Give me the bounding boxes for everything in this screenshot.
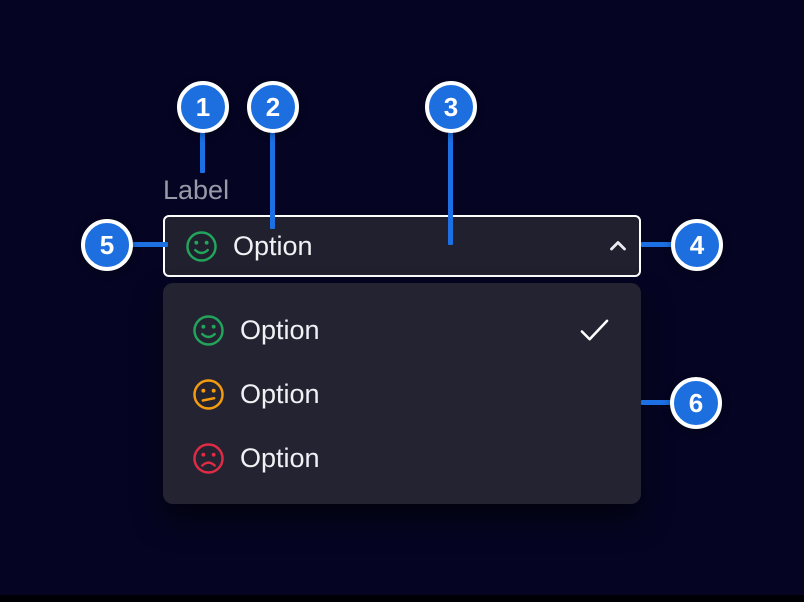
- callout-number: 2: [265, 91, 281, 122]
- chevron-up-icon: [610, 241, 626, 251]
- select-value: Option: [233, 230, 313, 261]
- callout-1: 1: [177, 81, 229, 133]
- menu-item-label: Option: [240, 378, 320, 409]
- callout-number: 5: [99, 229, 115, 260]
- face-happy-icon: [193, 314, 224, 346]
- callout-4: 4: [671, 219, 723, 271]
- menu-item-label: Option: [240, 442, 320, 473]
- bottom-edge-strip: [0, 595, 804, 602]
- face-neutral-icon: [193, 378, 224, 410]
- leader-line-2: [270, 132, 275, 229]
- face-happy-icon: [186, 230, 217, 262]
- leader-line-1: [200, 132, 205, 173]
- menu-item-positive[interactable]: Option: [163, 298, 641, 362]
- callout-6: 6: [670, 377, 722, 429]
- leader-line-4: [641, 242, 673, 247]
- select-label: Label: [163, 175, 230, 205]
- select-menu: Option Option: [163, 283, 641, 504]
- callout-3: 3: [425, 81, 477, 133]
- menu-item-negative[interactable]: Option: [163, 426, 641, 490]
- checkmark-icon: [580, 319, 609, 341]
- callout-number: 6: [688, 387, 704, 418]
- callout-number: 3: [443, 91, 459, 122]
- callout-number: 4: [689, 229, 705, 260]
- leader-line-3: [448, 132, 453, 245]
- select-trigger[interactable]: Option: [163, 215, 641, 277]
- menu-item-label: Option: [240, 314, 320, 345]
- callout-2: 2: [247, 81, 299, 133]
- leader-line-5: [131, 242, 168, 247]
- leader-line-6: [641, 400, 672, 405]
- callout-5: 5: [81, 219, 133, 271]
- menu-item-neutral[interactable]: Option: [163, 362, 641, 426]
- face-sad-icon: [193, 442, 224, 474]
- callout-number: 1: [195, 91, 211, 122]
